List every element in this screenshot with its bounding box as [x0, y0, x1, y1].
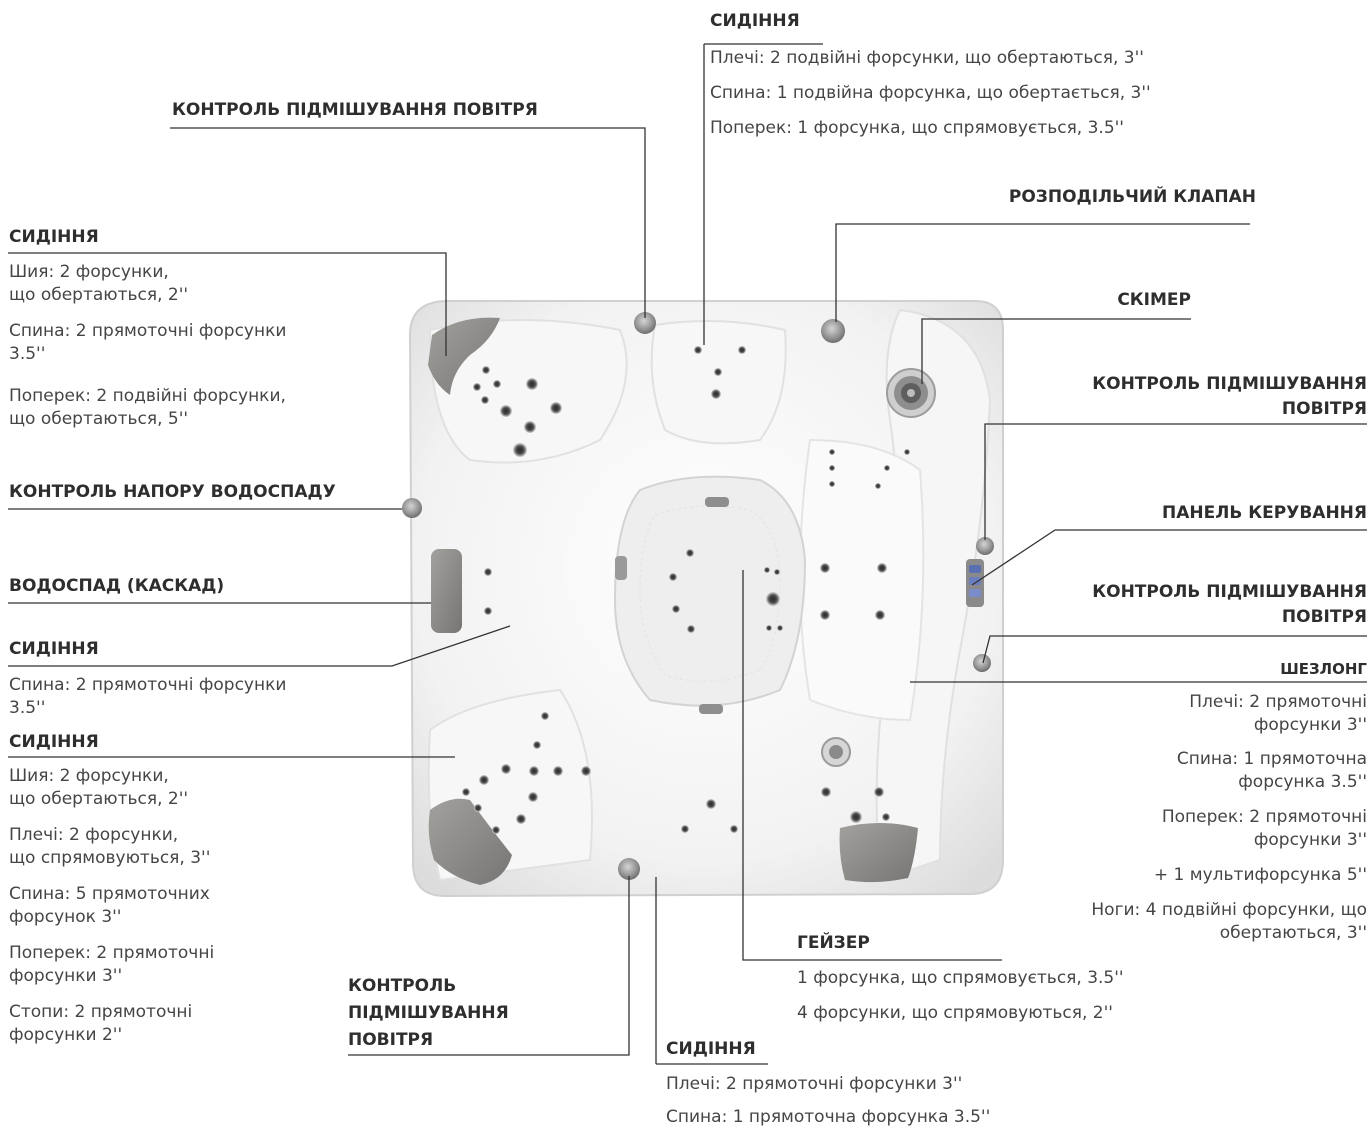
air-control-bottom-heading: ПОВІТРЯ — [348, 1030, 434, 1050]
air-control-right-heading: КОНТРОЛЬ ПІДМІШУВАННЯ — [1092, 374, 1367, 394]
left-seat-1-line: 3.5'' — [9, 344, 46, 364]
air-control-right-heading: ПОВІТРЯ — [1281, 399, 1367, 419]
left-seat-3-line: Поперек: 2 прямоточні — [9, 943, 215, 963]
multijet-core — [829, 745, 843, 759]
left-seat-3-line: форсунки 2'' — [9, 1025, 123, 1045]
bottom-seat-line: Спина: 1 прямоточна форсунка 3.5'' — [666, 1107, 991, 1127]
lounger-line: + 1 мультифорсунка 5'' — [1153, 865, 1367, 885]
air-control-knob — [973, 654, 991, 672]
waterfall-heading: ВОДОСПАД (КАСКАД) — [9, 576, 225, 596]
lounger-line: Спина: 1 прямоточна — [1176, 749, 1367, 769]
left-seat-1-line: що обертаються, 2'' — [9, 285, 189, 305]
geyser-line: 1 форсунка, що спрямовується, 3.5'' — [797, 968, 1124, 988]
footwell-drain — [699, 704, 723, 714]
waterfall-pressure-knob — [402, 498, 422, 518]
left-seat-1-heading: СИДІННЯ — [9, 227, 99, 247]
air-control-top-heading: КОНТРОЛЬ ПІДМІШУВАННЯ ПОВІТРЯ — [172, 100, 538, 120]
bottom-seat-heading: СИДІННЯ — [666, 1039, 756, 1059]
air-control-right-heading: КОНТРОЛЬ ПІДМІШУВАННЯ — [1092, 582, 1367, 602]
waterfall-pressure-heading: КОНТРОЛЬ НАПОРУ ВОДОСПАДУ — [9, 482, 336, 502]
waterfall-cascade — [431, 549, 462, 633]
left-seat-1-line: що обертаються, 5'' — [9, 409, 189, 429]
pillow-bottom-right — [839, 823, 918, 883]
left-seat-2-line: 3.5'' — [9, 698, 46, 718]
footwell-drain — [615, 556, 627, 580]
footwell-drain — [705, 497, 729, 507]
left-seat-3-line: форсунок 3'' — [9, 907, 122, 927]
jets-top-seat — [694, 346, 746, 399]
spa-shell — [408, 300, 1004, 898]
air-control-knob — [976, 537, 994, 555]
left-seat-3-line: Стопи: 2 прямоточні — [9, 1002, 193, 1022]
jets-bottom-left-seat — [462, 712, 591, 834]
jets-top-left-seat — [473, 366, 562, 457]
top-seat-line: Плечі: 2 подвійні форсунки, що обертають… — [710, 48, 1144, 68]
control-panel-heading: ПАНЕЛЬ КЕРУВАННЯ — [1162, 503, 1367, 523]
left-seat-3-line: форсунки 3'' — [9, 966, 123, 986]
lounger-heading: ШЕЗЛОНГ — [1280, 660, 1367, 678]
diverter-valve-knob — [821, 319, 845, 343]
left-seat-3-line: Спина: 5 прямоточних — [9, 884, 210, 904]
left-seat-1-line: Спина: 2 прямоточні форсунки — [9, 321, 287, 341]
lounger-line: форсунки 3'' — [1253, 715, 1367, 735]
left-seat-3-line: що обертаються, 2'' — [9, 789, 189, 809]
jets-footwell — [669, 549, 783, 633]
left-seat-2-heading: СИДІННЯ — [9, 639, 99, 659]
left-seat-1-line: Поперек: 2 подвійні форсунки, — [9, 386, 286, 406]
geyser-line: 4 форсунки, що спрямовуються, 2'' — [797, 1003, 1113, 1023]
jets-bottom-seat — [681, 799, 738, 833]
top-seat-line: Поперек: 1 форсунка, що спрямовується, 3… — [710, 118, 1124, 138]
lounger-line: Плечі: 2 прямоточні — [1189, 692, 1367, 712]
skimmer — [886, 368, 936, 418]
air-control-right-heading: ПОВІТРЯ — [1281, 607, 1367, 627]
diverter-valve-heading: РОЗПОДІЛЬЧИЙ КЛАПАН — [1008, 187, 1256, 207]
geyser-heading: ГЕЙЗЕР — [797, 933, 870, 953]
lounger-line: Ноги: 4 подвійні форсунки, що — [1091, 900, 1367, 920]
jets-left-seat — [484, 568, 492, 615]
air-control-bottom-heading: ПІДМІШУВАННЯ — [348, 1003, 509, 1023]
left-seat-2-line: Спина: 2 прямоточні форсунки — [9, 675, 287, 695]
jets-right-upper — [829, 449, 910, 489]
left-seat-3-line: Шия: 2 форсунки, — [9, 766, 169, 786]
bottom-seat-line: Плечі: 2 прямоточні форсунки 3'' — [666, 1074, 963, 1094]
lounger-line: форсунка 3.5'' — [1238, 772, 1367, 792]
lounger-line: обертаються, 3'' — [1219, 923, 1367, 943]
skimmer-heading: СКІМЕР — [1117, 290, 1191, 310]
lounger-line: форсунки 3'' — [1253, 830, 1367, 850]
lounger-line: Поперек: 2 прямоточні — [1161, 807, 1367, 827]
top-seat-line: Спина: 1 подвійна форсунка, що обертаєть… — [710, 83, 1151, 103]
top-seat-heading: СИДІННЯ — [710, 11, 800, 31]
left-seat-3-heading: СИДІННЯ — [9, 732, 99, 752]
left-seat-1-line: Шия: 2 форсунки, — [9, 262, 169, 282]
air-control-knob — [634, 312, 656, 334]
pillow-bottom-left — [428, 798, 512, 885]
left-seat-3-line: Плечі: 2 форсунки, — [9, 825, 179, 845]
air-control-knob — [618, 858, 640, 880]
jets-lounger — [820, 563, 890, 823]
air-control-bottom-heading: КОНТРОЛЬ — [348, 976, 457, 996]
left-seat-3-line: що спрямовуються, 3'' — [9, 848, 211, 868]
leader-lines — [8, 43, 1367, 1065]
